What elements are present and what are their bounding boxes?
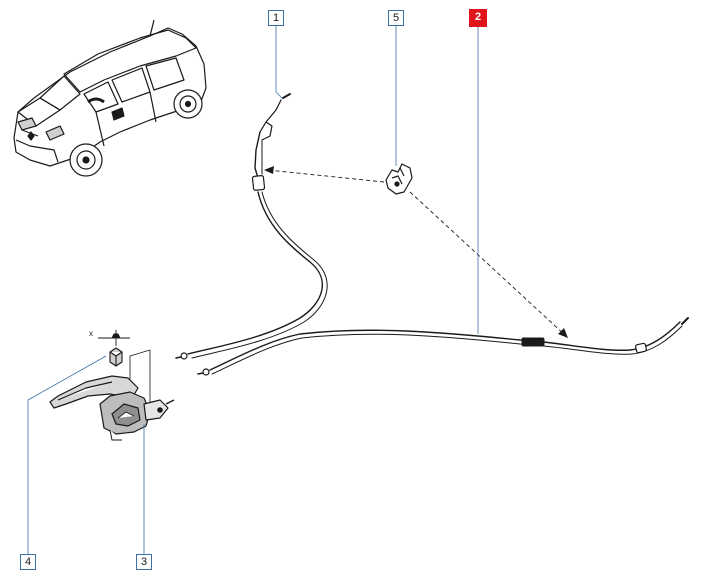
- parking-brake-lever-3[interactable]: [49, 349, 175, 441]
- axis-indicator: [98, 330, 130, 346]
- callout-3-label: 3: [140, 556, 148, 568]
- callout-3[interactable]: 3: [136, 554, 152, 570]
- callout-2-label: 2: [474, 11, 482, 23]
- assembly-direction-arrows: [267, 169, 567, 337]
- callout-1[interactable]: 1: [268, 10, 284, 26]
- leader-lines: [27, 26, 479, 554]
- callout-2-selected[interactable]: 2: [469, 9, 487, 27]
- axis-marker-label: x: [89, 329, 93, 338]
- vehicle-illustration: [13, 19, 207, 177]
- callout-1-label: 1: [272, 12, 280, 24]
- callout-4[interactable]: 4: [20, 554, 36, 570]
- callout-4-label: 4: [24, 556, 32, 568]
- callout-5[interactable]: 5: [388, 10, 404, 26]
- callout-5-label: 5: [392, 12, 400, 24]
- cable-bracket-5[interactable]: [385, 163, 413, 195]
- arrowheads: [264, 166, 568, 338]
- cable-2[interactable]: [197, 317, 689, 376]
- cable-1[interactable]: [175, 93, 328, 360]
- nut-4[interactable]: [109, 347, 123, 367]
